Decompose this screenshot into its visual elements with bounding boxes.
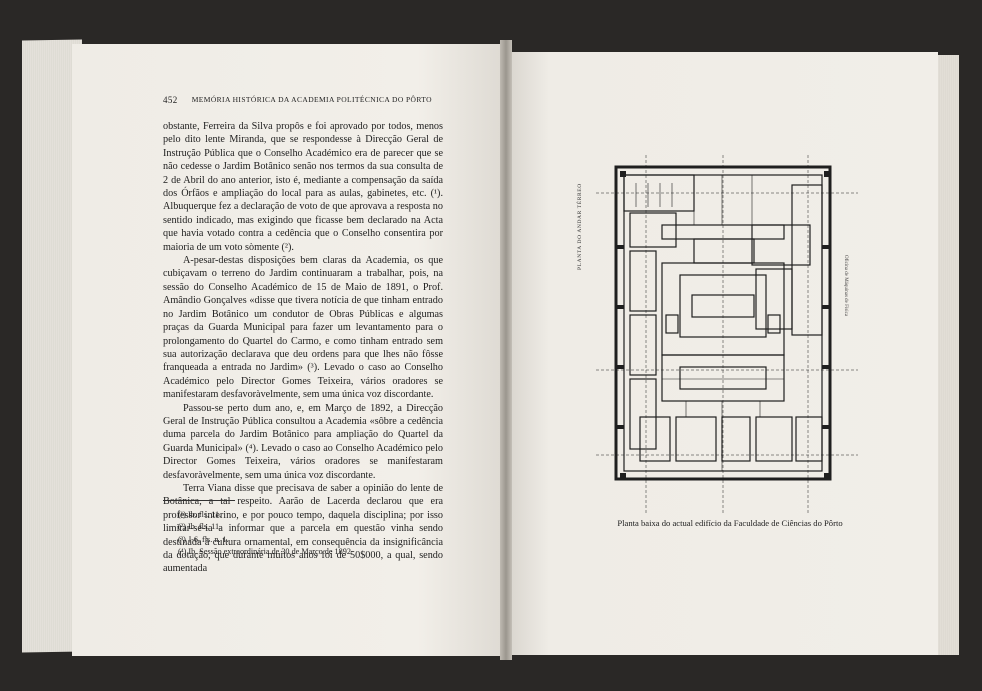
body-text: obstante, Ferreira da Silva propôs e foi… xyxy=(163,120,443,576)
page-number: 452 xyxy=(163,95,178,105)
floor-plan-drawing xyxy=(596,155,858,513)
running-title: MEMÓRIA HISTÓRICA DA ACADEMIA POLITÉCNIC… xyxy=(191,95,432,104)
paragraph-1: obstante, Ferreira da Silva propôs e foi… xyxy=(163,121,443,253)
footnote-rule xyxy=(163,500,235,501)
plan-side-label: PLANTA DO ANDAR TÉRREO xyxy=(577,183,583,270)
figure-caption: Planta baixa do actual edifício da Facul… xyxy=(617,518,843,528)
footnote-1: (¹) Ib. fls. 11. xyxy=(178,510,222,519)
paragraph-4: Terra Viana disse que precisava de saber… xyxy=(163,482,443,575)
footnotes: (¹) Ib. fls. 11. (²) Ib. fls. 11. (³) J-… xyxy=(178,509,438,559)
footnote-3: (³) J-6, fls. n. 1. xyxy=(178,534,229,544)
right-page xyxy=(506,52,938,655)
right-page-stack-edge xyxy=(935,55,959,655)
running-head: 452 MEMÓRIA HISTÓRICA DA ACADEMIA POLITÉ… xyxy=(163,95,443,105)
footnote-4: (⁴) Ib. Sessão extraordinária de 30 de M… xyxy=(178,547,353,557)
paragraph-3: Passou-se perto dum ano, e, em Março de … xyxy=(163,402,443,481)
book-gutter xyxy=(500,40,512,660)
paragraph-2: A-pesar-destas disposições bem claras da… xyxy=(163,255,443,401)
footnote-2: (²) Ib. fls. 11. xyxy=(178,522,222,532)
left-page xyxy=(72,44,504,656)
